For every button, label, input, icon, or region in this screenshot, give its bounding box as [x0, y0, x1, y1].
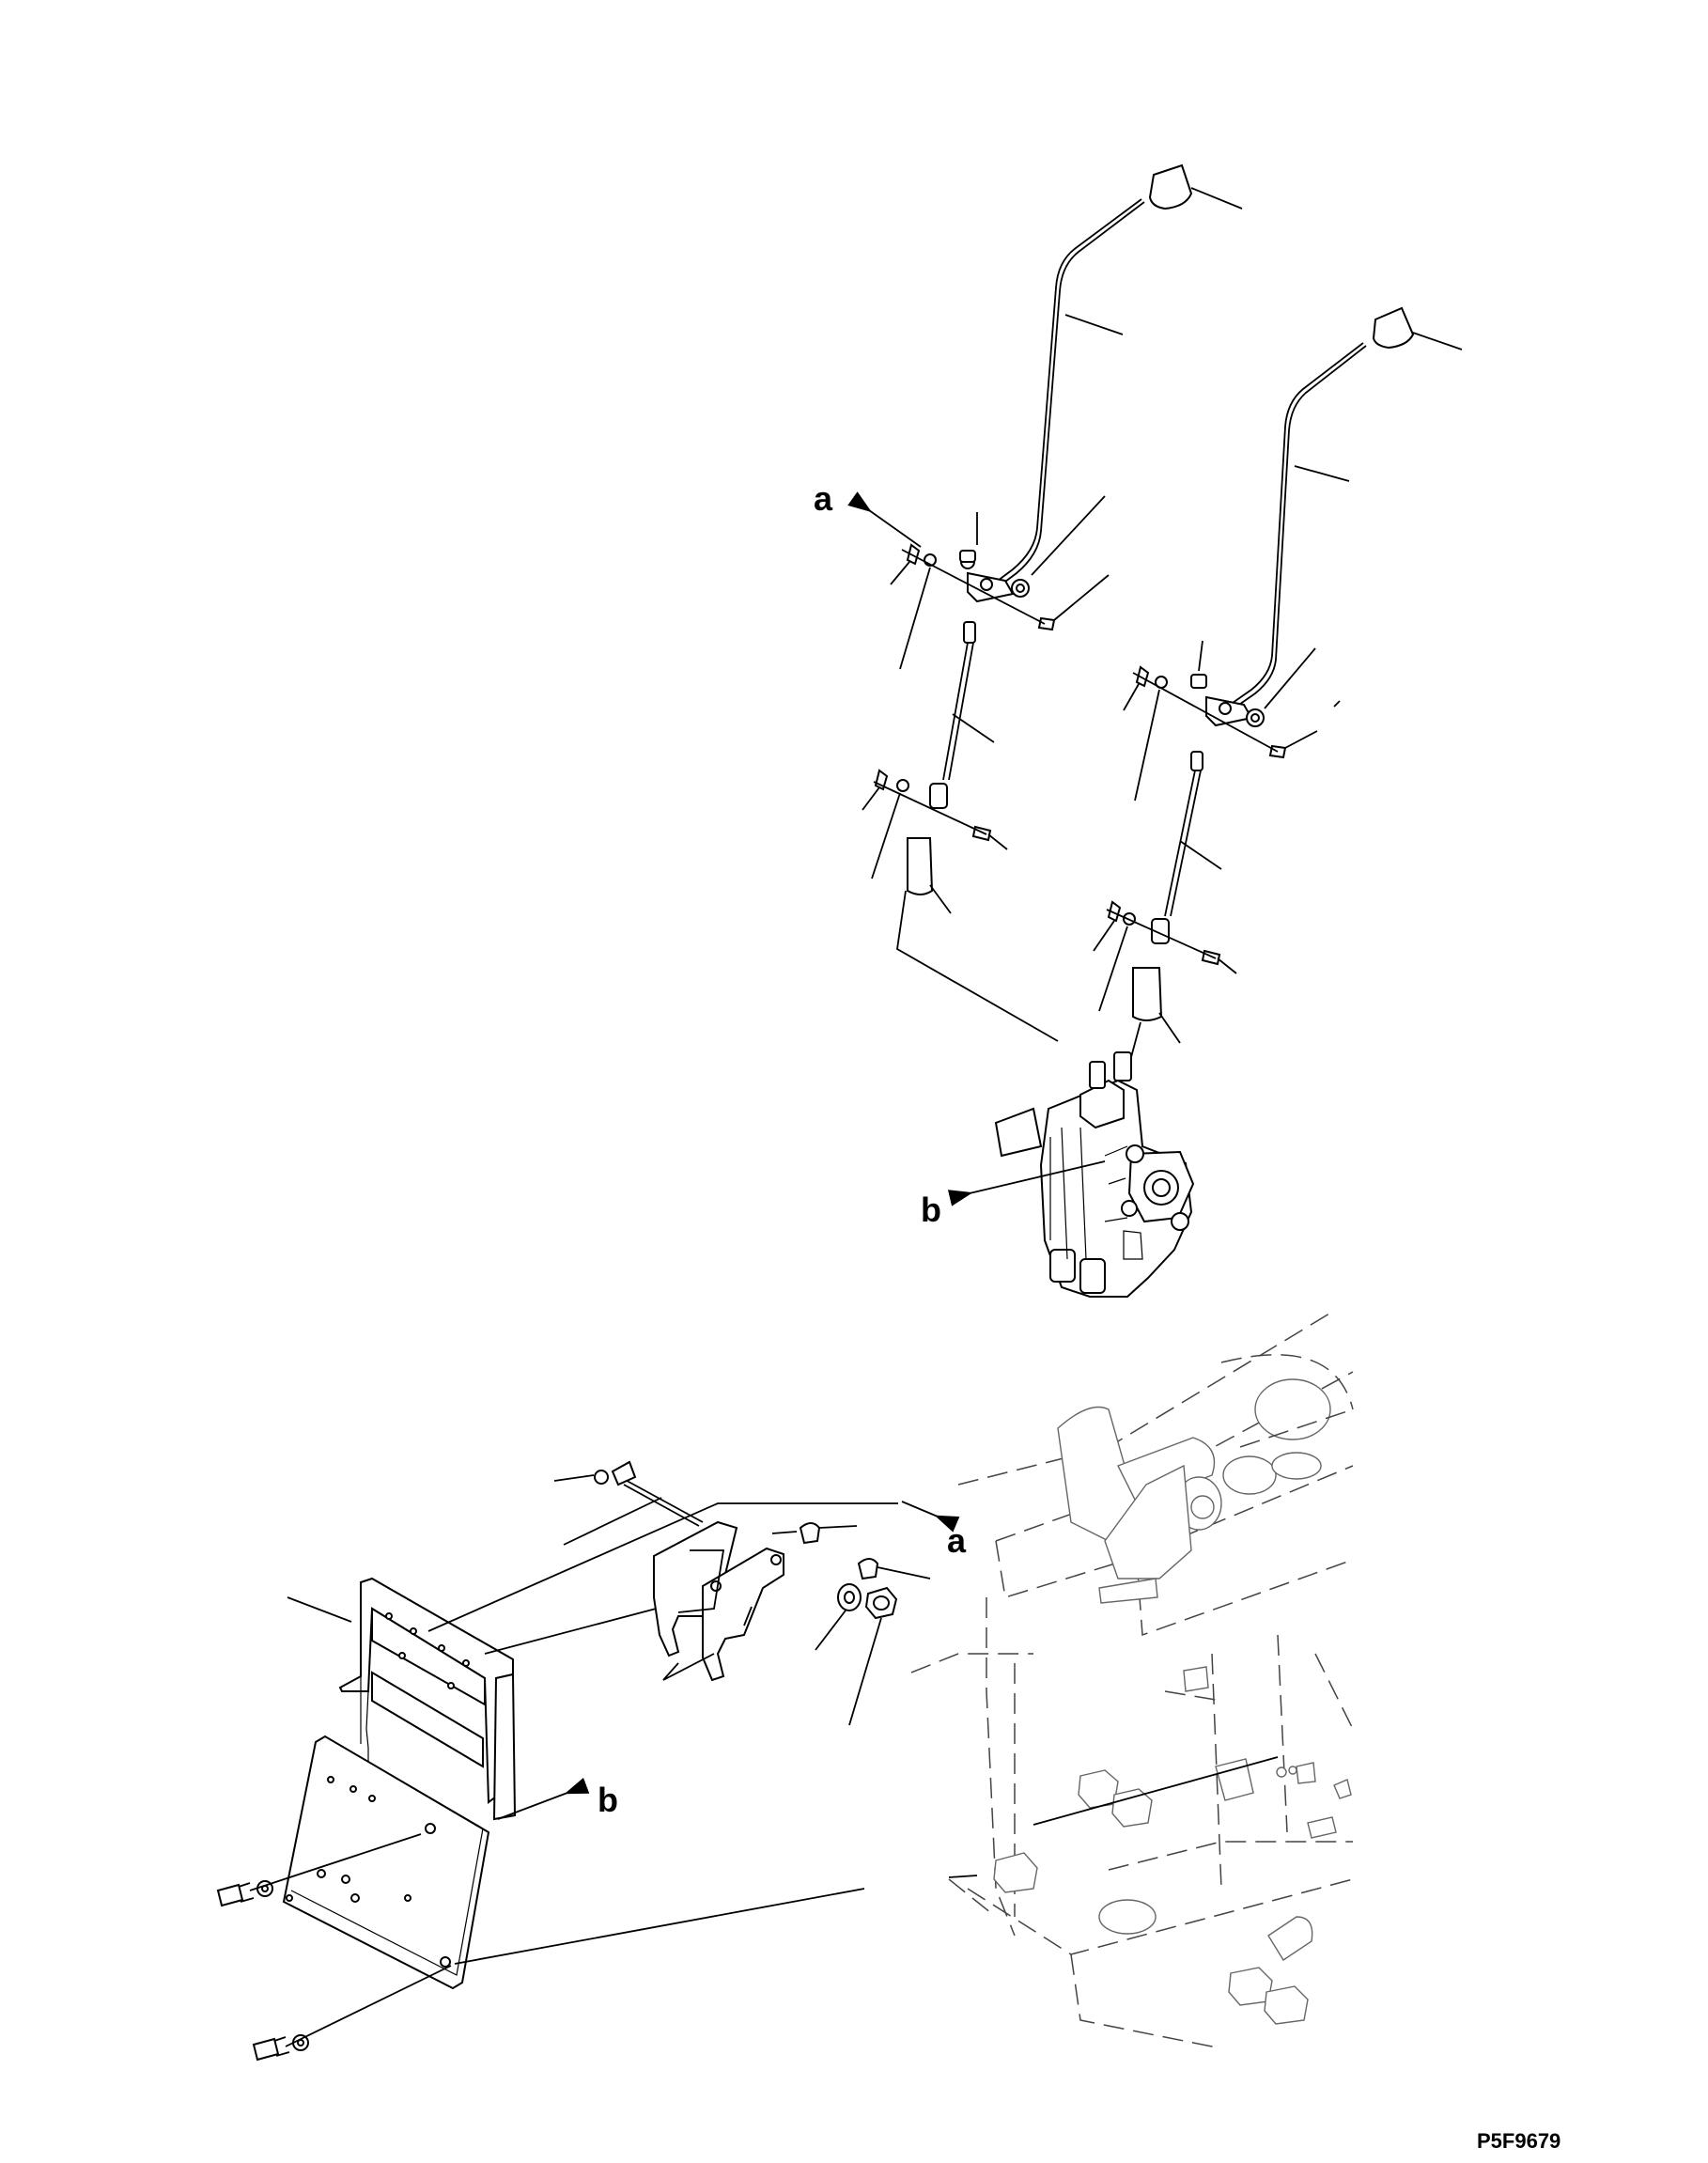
- control-rod-right: [1093, 751, 1237, 1072]
- pivot-assembly-right: [1123, 640, 1341, 801]
- lever-knob-left: [1148, 163, 1193, 210]
- figure-code: P5F9679: [1477, 2129, 1560, 2153]
- view-marker-b-upper: b: [921, 1190, 941, 1229]
- lever-stand: [282, 1502, 898, 1990]
- lever-knob-right: [1372, 306, 1415, 350]
- control-lever-right: [1232, 306, 1463, 708]
- pivot-assembly-left: [847, 491, 1110, 670]
- machine-frame: [910, 1310, 1354, 2049]
- mounting-brackets: [553, 1460, 931, 1726]
- view-marker-a-upper: a: [814, 479, 833, 518]
- view-marker-b-lower: b: [598, 1781, 618, 1819]
- control-rod-left: [862, 621, 1059, 1042]
- control-valve: [947, 1051, 1195, 1298]
- control-lever-left: [993, 163, 1243, 588]
- stand-mounting-bolts: [216, 1833, 978, 2062]
- view-marker-a-lower: a: [947, 1521, 967, 1560]
